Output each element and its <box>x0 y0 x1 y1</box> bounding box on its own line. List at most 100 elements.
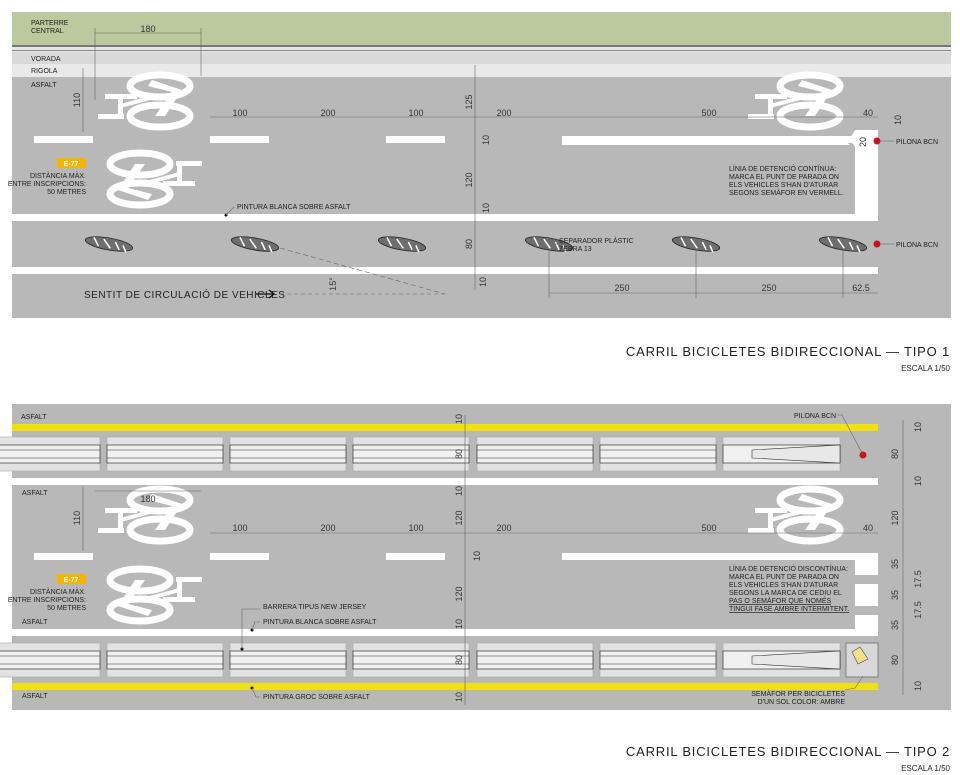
dim-label: 10 <box>893 115 903 125</box>
stop-note: ELS VEHICLES S'HAN D'ATURAR <box>729 582 838 589</box>
parterre-central <box>12 12 951 45</box>
continuous-line <box>562 136 855 143</box>
dim-label: 10 <box>454 692 464 702</box>
dim-label: 20 <box>858 137 868 147</box>
label-pilona: PILONA BCN <box>896 242 938 249</box>
dim-label: 180 <box>140 494 155 504</box>
diagram-tipo-1: PARTERRE CENTRAL VORADA RIGOLA ASFALT PI… <box>8 12 951 373</box>
separator-note: ZEBRA 13 <box>559 246 592 253</box>
paint-note: PINTURA BLANCA SOBRE ASFALT <box>237 204 351 211</box>
bicycle-traffic-light <box>845 642 879 678</box>
arrow-right-icon <box>256 289 276 299</box>
dim-label: 200 <box>320 523 335 533</box>
dim-label: 10 <box>913 681 923 691</box>
label-asfalt: ASFALT <box>22 490 48 497</box>
stop-note: ELS VEHICLES S'HAN D'ATURAR <box>729 182 838 189</box>
dim-label: 125 <box>464 94 474 109</box>
dim-label: 80 <box>464 239 474 249</box>
dim-label: 120 <box>890 510 900 525</box>
dim-label: 10 <box>913 476 923 486</box>
label-asfalt: ASFALT <box>22 693 48 700</box>
label-vorada: VORADA <box>31 56 61 63</box>
continuous-line <box>562 553 855 560</box>
separator-note: SEPARADOR PLÀSTIC <box>559 236 634 245</box>
stop-line <box>849 130 878 221</box>
pilona-marker <box>873 137 881 145</box>
dim-label: 500 <box>701 108 716 118</box>
dim-label: 80 <box>890 449 900 459</box>
label-pilona: PILONA BCN <box>794 413 836 420</box>
label-pilona: PILONA BCN <box>896 139 938 146</box>
dim-label: 120 <box>454 510 464 525</box>
dim-label: 100 <box>408 523 423 533</box>
label-rigola: RIGOLA <box>31 68 58 75</box>
direction-label: SENTIT DE CIRCULACIÓ DE VEHICLES <box>84 288 285 301</box>
rigola <box>12 64 951 77</box>
stop-note: SEGONS SEMÀFOR EN VERMELL. <box>729 188 844 197</box>
discontinuous-stop-line <box>855 553 878 575</box>
dim-label: 10 <box>454 414 464 424</box>
distance-note: DISTÀNCIA MÀX. <box>30 171 86 180</box>
discontinuous-stop-line <box>855 615 878 636</box>
diagram-title: CARRIL BICICLETES BIDIRECCIONAL — TIPO 2 <box>626 744 950 759</box>
distance-note: ENTRE INSCRIPCIONS: <box>8 181 86 188</box>
label-parterre: PARTERRE <box>31 20 69 27</box>
discontinuous-stop-line <box>855 584 878 606</box>
yellow-line <box>12 424 878 431</box>
diagram-title: CARRIL BICICLETES BIDIRECCIONAL — TIPO 1 <box>626 344 950 359</box>
dim-label: 200 <box>320 108 335 118</box>
dim-label: 17.5 <box>913 570 923 588</box>
kerb-line-2 <box>12 50 951 51</box>
dim-label: 10 <box>481 135 491 145</box>
new-jersey-barrier-row <box>0 642 841 678</box>
label-asfalt: ASFALT <box>31 82 57 89</box>
dim-label: 35 <box>890 620 900 630</box>
yellow-line <box>12 683 878 690</box>
dim-label: 250 <box>614 283 629 293</box>
dash-marking <box>386 553 445 560</box>
diagram-scale: ESCALA 1/50 <box>901 364 950 373</box>
semafor-note: SEMÀFOR PER BICICLETES <box>751 689 845 698</box>
dim-label: 110 <box>72 511 82 525</box>
stop-note: TINGUI FASE AMBRE INTERMITENT. <box>729 606 849 613</box>
distance-note: ENTRE INSCRIPCIONS: <box>8 597 86 604</box>
barrier-note: BARRERA TIPUS NEW JERSEY <box>263 604 367 611</box>
dim-label: 100 <box>408 108 423 118</box>
dim-label: 10 <box>454 619 464 629</box>
dim-label: 120 <box>464 172 474 187</box>
dim-label: 200 <box>496 523 511 533</box>
distance-note: 50 METRES <box>47 189 86 196</box>
kerb-line <box>12 45 951 47</box>
dim-label: 80 <box>454 655 464 665</box>
stop-note: LÍNIA DE DETENCIÓ CONTÍNUA: <box>729 164 836 173</box>
dim-label: 40 <box>863 108 873 118</box>
semafor-note: D'UN SOL COLOR: AMBRE <box>758 699 846 706</box>
dash-marking <box>210 136 269 143</box>
label-asfalt: ASFALT <box>21 414 47 421</box>
distance-note: DISTÀNCIA MÀX. <box>30 587 86 596</box>
white-edge-line <box>12 629 878 636</box>
dim-label: 80 <box>454 449 464 459</box>
dim-label: 10 <box>913 422 923 432</box>
dim-label: 10 <box>472 551 482 561</box>
label-asfalt: ASFALT <box>22 619 48 626</box>
dim-label: 10 <box>481 203 491 213</box>
white-edge-line <box>12 478 878 485</box>
stop-note: MARCA EL PUNT DE PARADA ON <box>729 174 839 181</box>
dim-label: 15° <box>328 277 338 291</box>
dim-label: 180 <box>140 24 155 34</box>
diagram-scale: ESCALA 1/50 <box>901 764 950 773</box>
label-central: CENTRAL <box>31 28 64 35</box>
white-edge-line <box>12 267 878 274</box>
white-edge-line <box>12 214 878 221</box>
kerb-strip <box>12 47 951 52</box>
dim-label: 100 <box>232 108 247 118</box>
dim-label: 35 <box>890 559 900 569</box>
dim-label: 500 <box>701 523 716 533</box>
e77-badge <box>57 158 86 168</box>
e77-badge-text: E-77 <box>64 161 79 168</box>
dim-label: 35 <box>890 590 900 600</box>
e77-badge-text: E-77 <box>64 577 79 584</box>
dash-marking <box>386 136 445 143</box>
